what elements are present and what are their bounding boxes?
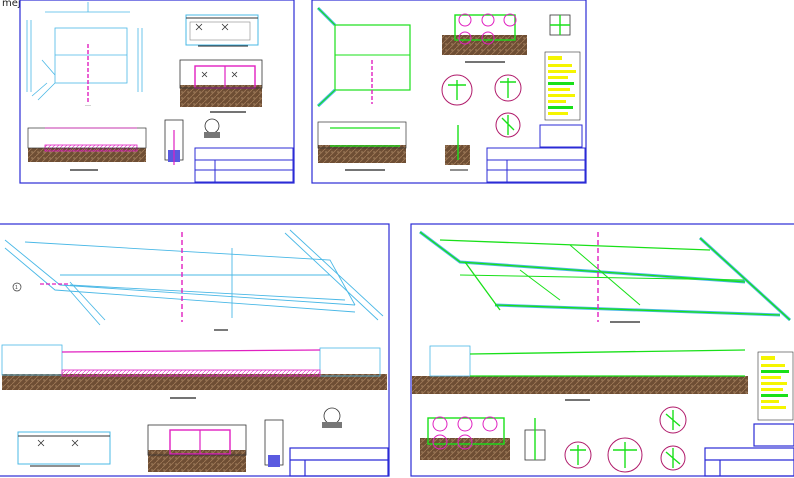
wall-detail xyxy=(445,125,470,171)
large-plan-view xyxy=(4,229,384,326)
general-notes-2 xyxy=(757,351,794,421)
large-reinforcement-plan xyxy=(419,230,792,322)
longitudinal-section-2 xyxy=(317,121,407,171)
sheet-4 xyxy=(410,223,794,477)
title-block-2 xyxy=(486,124,586,183)
svg-text:——: —— xyxy=(85,103,91,107)
sheet-2 xyxy=(311,0,587,184)
detail-small-2 xyxy=(264,407,342,467)
section-marker xyxy=(12,282,22,292)
large-longitudinal-section xyxy=(1,344,387,399)
sheet-border xyxy=(0,223,390,477)
sheet-3: 1 xyxy=(0,223,390,477)
sheet-border xyxy=(19,0,295,184)
svg-text:1: 1 xyxy=(15,285,18,291)
reinforcement-cross-section xyxy=(420,416,546,461)
column-detail xyxy=(549,14,571,36)
detail-small-1 xyxy=(164,118,220,165)
cross-section-2 xyxy=(179,59,263,113)
title-block-4 xyxy=(704,423,794,477)
title-block-1 xyxy=(194,147,294,183)
plan-view xyxy=(26,2,143,101)
general-notes xyxy=(544,51,581,121)
cross-section-3 xyxy=(17,431,111,467)
detail-circles-2 xyxy=(564,406,687,473)
sheet-border xyxy=(410,223,794,477)
corner-label: mej xyxy=(2,0,21,9)
cross-section-4 xyxy=(147,424,247,472)
longitudinal-section-1 xyxy=(27,127,147,171)
cross-section-1 xyxy=(185,14,259,47)
sheet-1: —— xyxy=(19,0,295,184)
title-block-3 xyxy=(289,447,389,477)
detail-circles xyxy=(441,74,522,138)
reinforcement-plan xyxy=(316,6,411,108)
large-reinforcement-section xyxy=(412,345,748,401)
reinforcement-section xyxy=(442,13,527,63)
sheet-border xyxy=(311,0,587,184)
